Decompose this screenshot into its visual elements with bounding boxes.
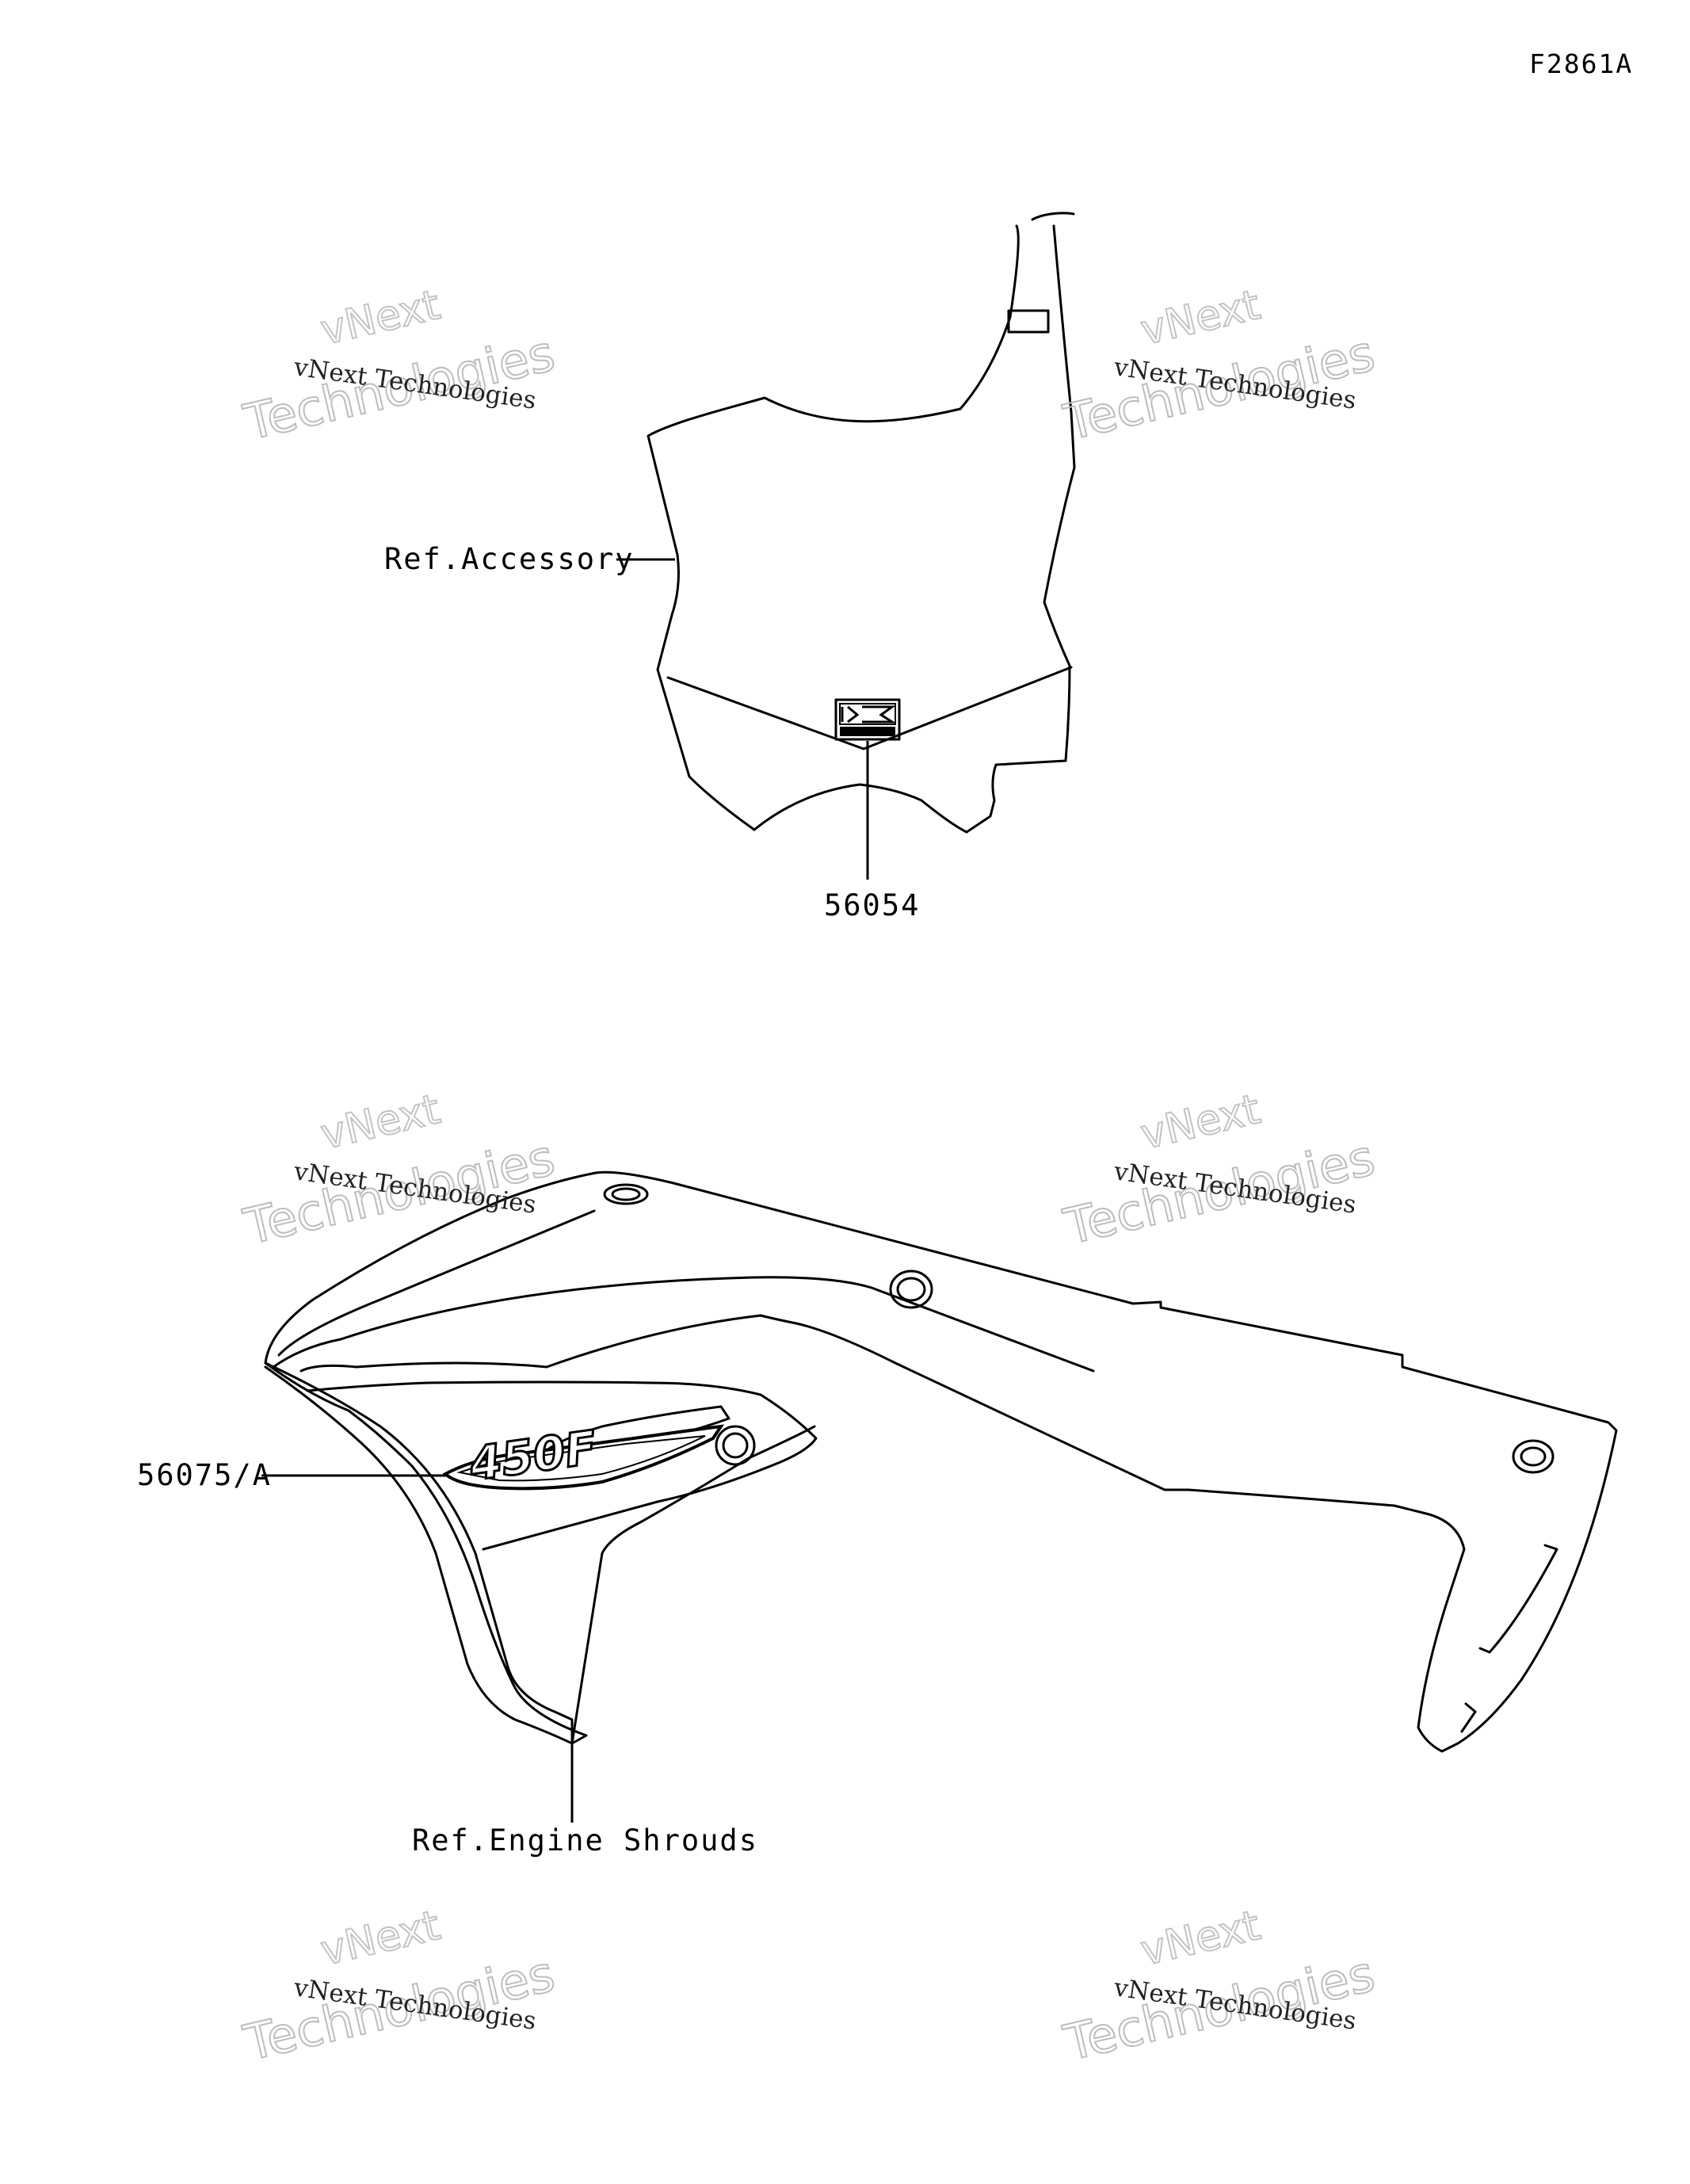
kawasaki-logo-decal [834,698,901,741]
part-56075-label: 56075/A [137,1458,272,1492]
figure-code: F2861A [1529,48,1633,79]
grommet-decal [715,1425,756,1466]
watermark-4: vNext Technologies vNext Technologies [1058,1085,1380,1257]
watermark-6: vNext Technologies vNext Technologies [1058,1901,1380,2073]
watermark-2: vNext Technologies vNext Technologies [1058,281,1380,452]
number-plate [647,212,1076,834]
watermark-5: vNext Technologies vNext Technologies [238,1901,560,2073]
grommet-mid [889,1270,933,1309]
grommet-top [603,1183,649,1205]
svg-text:450F: 450F [465,1420,600,1491]
ref-accessory-label: Ref.Accessory [384,542,635,576]
svg-text:vNext: vNext [316,1086,444,1159]
grommet-rear [1512,1439,1555,1474]
radiator-shroud: 450F [264,1170,1618,1753]
ref-engine-shrouds-label: Ref.Engine Shrouds [412,1823,758,1858]
svg-text:vNext: vNext [1136,1902,1265,1976]
part-56054-label: 56054 [824,888,920,922]
450f-decal: 450F [442,1419,725,1493]
watermark-3: vNext Technologies vNext Technologies [238,1085,560,1257]
svg-text:vNext: vNext [1136,281,1265,355]
svg-text:vNext: vNext [316,281,444,355]
svg-text:vNext: vNext [1136,1086,1265,1159]
svg-text:vNext: vNext [316,1902,444,1976]
watermark-1: vNext Technologies vNext Technologies [238,281,560,452]
